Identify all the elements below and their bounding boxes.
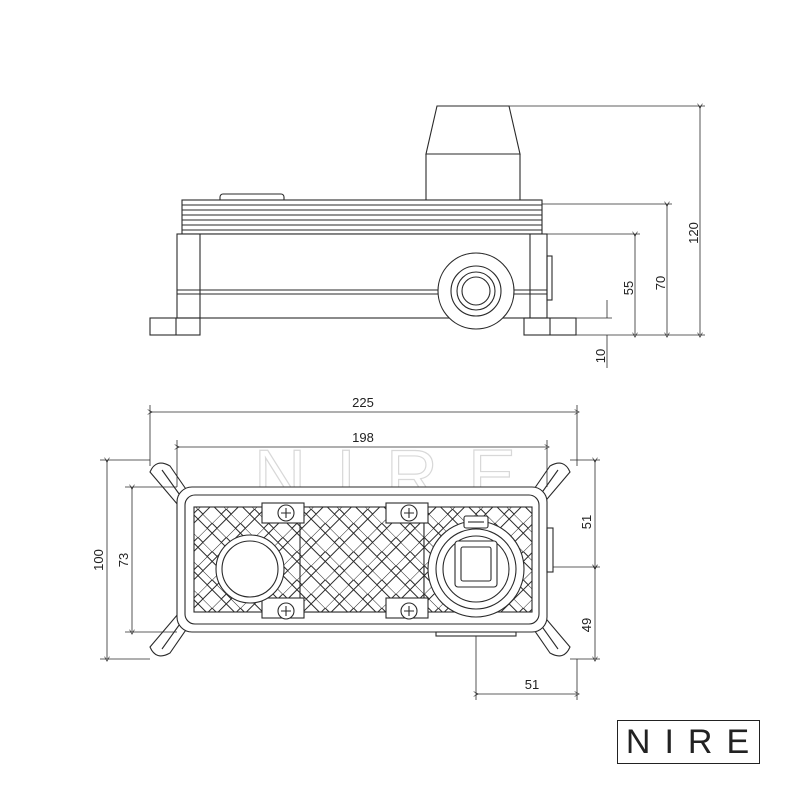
dim-cover-height: 55: [621, 281, 636, 295]
screw-icon: [277, 602, 295, 620]
dim-outlet-lower: 49: [579, 618, 594, 632]
valve-knob: [425, 105, 521, 200]
dim-body-width: 198: [352, 430, 374, 445]
inlet-port: [215, 534, 285, 604]
dim-outlet-offset: 51: [525, 677, 539, 692]
top-view: [149, 462, 571, 657]
dim-flange-height: 100: [91, 549, 106, 571]
top-view-dimensions: [100, 405, 600, 700]
dim-outlet-upper: 51: [579, 515, 594, 529]
side-view: [149, 105, 577, 336]
outlet-port: [437, 252, 515, 330]
screw-icon: [277, 504, 295, 522]
screw-icon: [400, 602, 418, 620]
lattice-panel-center: [299, 506, 425, 613]
dim-flange-width: 225: [352, 395, 374, 410]
dim-total-height: 120: [686, 222, 701, 244]
valve-cartridge: [427, 515, 525, 618]
base-flange-left: [149, 317, 201, 336]
dim-body-height: 73: [116, 553, 131, 567]
screw-icon: [400, 504, 418, 522]
brand-logo-text: NIRE: [625, 723, 764, 761]
side-view-dimensions: [509, 106, 705, 368]
brand-logo: NIRE: [617, 720, 760, 764]
dim-box-height: 70: [653, 276, 668, 290]
body-inner: [184, 494, 540, 625]
threaded-ring: [181, 199, 543, 235]
dim-base-height: 10: [593, 349, 608, 363]
